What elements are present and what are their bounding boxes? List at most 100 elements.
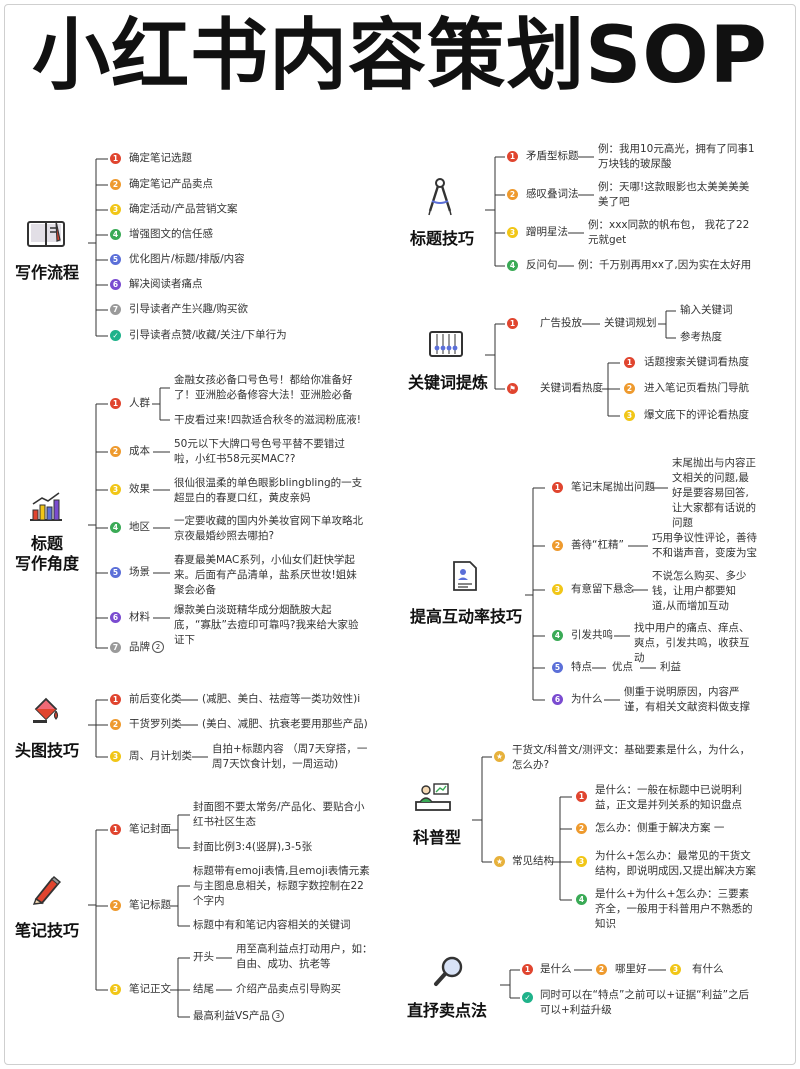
title-skill-desc: 例：我用10元高光，拥有了同事1万块钱的玻尿酸 <box>598 143 755 170</box>
science-top: 干货文/科普文/测评文：基础要素是什么，为什么，怎么办? <box>512 744 751 771</box>
engage-item: 有意留下悬念 <box>571 583 634 595</box>
science-item: 为什么+怎么办：最常见的干货文结构，即说明成因,又提出解决方案 <box>595 850 756 877</box>
number-badge: 3 <box>110 204 121 215</box>
note-detail: 封面比例3:4(竖屏),3-5张 <box>193 841 313 853</box>
angle-item: 人群 <box>129 397 150 409</box>
number-badge: 5 <box>110 254 121 265</box>
direct-item: 有什么 <box>692 963 724 975</box>
title-skill-desc: 例：天哪!这款眼影也太美美美美美了吧 <box>598 181 750 208</box>
number-badge: 1 <box>110 398 121 409</box>
note-skill-label: 笔记技巧 <box>14 921 79 940</box>
number-badge: 6 <box>552 694 563 705</box>
engage-item: 善待“杠精” <box>571 539 624 551</box>
number-badge: 6 <box>110 279 121 290</box>
angle-example: 很仙很温柔的单色眼影blingbling的一支超显白的春夏口红，黄皮亲妈 <box>174 477 363 504</box>
angle-example: 50元以下大牌口号色号平替不要错过啦，小红书58元买MAC?? <box>174 438 345 465</box>
engage-desc: 不说怎么购买、多少钱，让用户都要知道,从而增加互动 <box>652 570 747 612</box>
head-item: 前后变化类 <box>129 693 182 705</box>
angle-item: 材料 <box>129 611 150 623</box>
engage-desc: 找中用户的痛点、痒点、爽点，引发共鸣，收获互动 <box>634 622 750 664</box>
science-label: 科普型 <box>412 828 461 847</box>
note-body-desc: 用至高利益点打动用户，如：自由、成功、抗老等 <box>236 943 373 970</box>
flow-item: 确定笔记产品卖点 <box>129 178 213 190</box>
keyword-detail: 参考热度 <box>680 331 722 343</box>
title-skill-item: 矛盾型标题 <box>526 150 579 162</box>
engage-item: 为什么 <box>571 693 603 705</box>
number-badge: 7 <box>110 642 121 653</box>
number-badge: 5 <box>552 662 563 673</box>
abacus-icon <box>429 331 463 357</box>
number-badge: 3 <box>552 584 563 595</box>
number-badge: 3 <box>670 964 681 975</box>
page-title: 小红书内容策划SOP <box>32 11 768 101</box>
note-detail: 标题带有emoji表情,且emoji表情元素与主图息息相关，标题字数控制在22个… <box>193 865 370 907</box>
note-item: 笔记封面 <box>129 823 171 835</box>
keyword-item: 关键词看热度 <box>540 382 603 394</box>
title-skill-item: 感叹叠词法 <box>526 188 579 200</box>
number-badge: 4 <box>110 229 121 240</box>
number-badge: 3 <box>110 484 121 495</box>
angle-example: 爆款美白淡斑精华成分烟酰胺大起底，“寡肽”去痘印可靠吗?我来给大家验证下 <box>174 604 359 646</box>
number-badge: 5 <box>110 567 121 578</box>
ref-badge: 3 <box>271 1010 284 1022</box>
number-badge: 3 <box>110 984 121 995</box>
number-badge: 1 <box>576 791 587 802</box>
science-structure: 常见结构 <box>512 855 554 867</box>
note-body-part: 开头 <box>193 951 214 963</box>
keyword-detail: 爆文底下的评论看热度 <box>644 409 749 421</box>
angle-item: 成本 <box>129 445 150 457</box>
engage-item: 笔记末尾抛出问题 <box>571 481 655 493</box>
direct-item: 是什么 <box>540 963 572 975</box>
angle-example: 一定要收藏的国内外美妆官网下单攻略北京夜最婚纱照去哪拍? <box>174 515 363 542</box>
number-badge: 3 <box>576 856 587 867</box>
number-badge: 1 <box>522 964 533 975</box>
star-badge-icon: ★ <box>494 751 505 762</box>
title-skill-desc: 例：xxx同款的帆布包， 我花了22元就get <box>588 219 750 246</box>
number-badge: 2 <box>596 964 607 975</box>
number-badge: 2 <box>552 540 563 551</box>
number-badge: 1 <box>110 824 121 835</box>
angle-item: 效果 <box>129 483 150 495</box>
bar-chart-icon <box>30 492 62 521</box>
angle-label: 标题 <box>30 534 63 553</box>
check-badge-icon: ✓ <box>110 330 121 341</box>
angle-item-label: 品牌 <box>129 641 150 653</box>
engage-desc: 末尾抛出与内容正文相关的问题,最好是要容易回答,让大家都有话说的问题 <box>672 457 756 529</box>
number-badge: 1 <box>507 318 518 329</box>
number-badge: 4 <box>552 630 563 641</box>
keyword-detail: 进入笔记页看热门导航 <box>644 382 749 394</box>
number-badge: 2 <box>110 179 121 190</box>
number-badge: 3 <box>507 227 518 238</box>
writing-flow-label: 写作流程 <box>14 263 79 282</box>
engage-item: 引发共鸣 <box>571 629 613 641</box>
keyword-item: 广告投放 <box>540 317 582 329</box>
star-badge-icon: ★ <box>494 856 505 867</box>
science-item: 怎么办：侧重于解决方案 一 <box>595 822 725 834</box>
angle-item: 地区 <box>129 521 150 533</box>
note-item: 笔记标题 <box>129 899 171 911</box>
flow-item: 引导读者点赞/收藏/关注/下单行为 <box>129 329 287 341</box>
title-skill-item: 蹭明星法 <box>526 226 568 238</box>
angle-example: 干皮看过来!四款适合秋冬的滋润粉底液! <box>174 414 361 426</box>
number-badge: 2 <box>110 446 121 457</box>
title-skill-label: 标题技巧 <box>409 229 474 248</box>
number-badge: 4 <box>507 260 518 271</box>
flow-item: 引导读者产生兴趣/购买欲 <box>129 303 249 315</box>
keyword-detail: 话题搜索关键词看热度 <box>644 356 749 368</box>
teacher-icon <box>415 783 451 811</box>
number-badge: 4 <box>110 522 121 533</box>
flow-item: 确定笔记选题 <box>129 152 192 164</box>
number-badge: 1 <box>507 151 518 162</box>
number-badge: 2 <box>507 189 518 200</box>
note-detail: 标题中有和笔记内容相关的关键词 <box>193 919 351 931</box>
number-badge: 1 <box>552 482 563 493</box>
head-desc: 自拍+标题内容 （周7天穿搭，一周7天饮食计划，一周运动) <box>212 743 368 770</box>
number-badge: 6 <box>110 612 121 623</box>
title-skill-item: 反问句 <box>526 259 558 271</box>
head-desc: (美白、减肥、抗衰老要用那些产品) <box>202 718 368 730</box>
note-body-desc: 介绍产品卖点引导购买 <box>236 983 341 995</box>
science-item: 是什么+为什么+怎么办：三要素齐全，一般用于科普用户不熟悉的知识 <box>595 888 753 930</box>
number-badge: 1 <box>110 153 121 164</box>
